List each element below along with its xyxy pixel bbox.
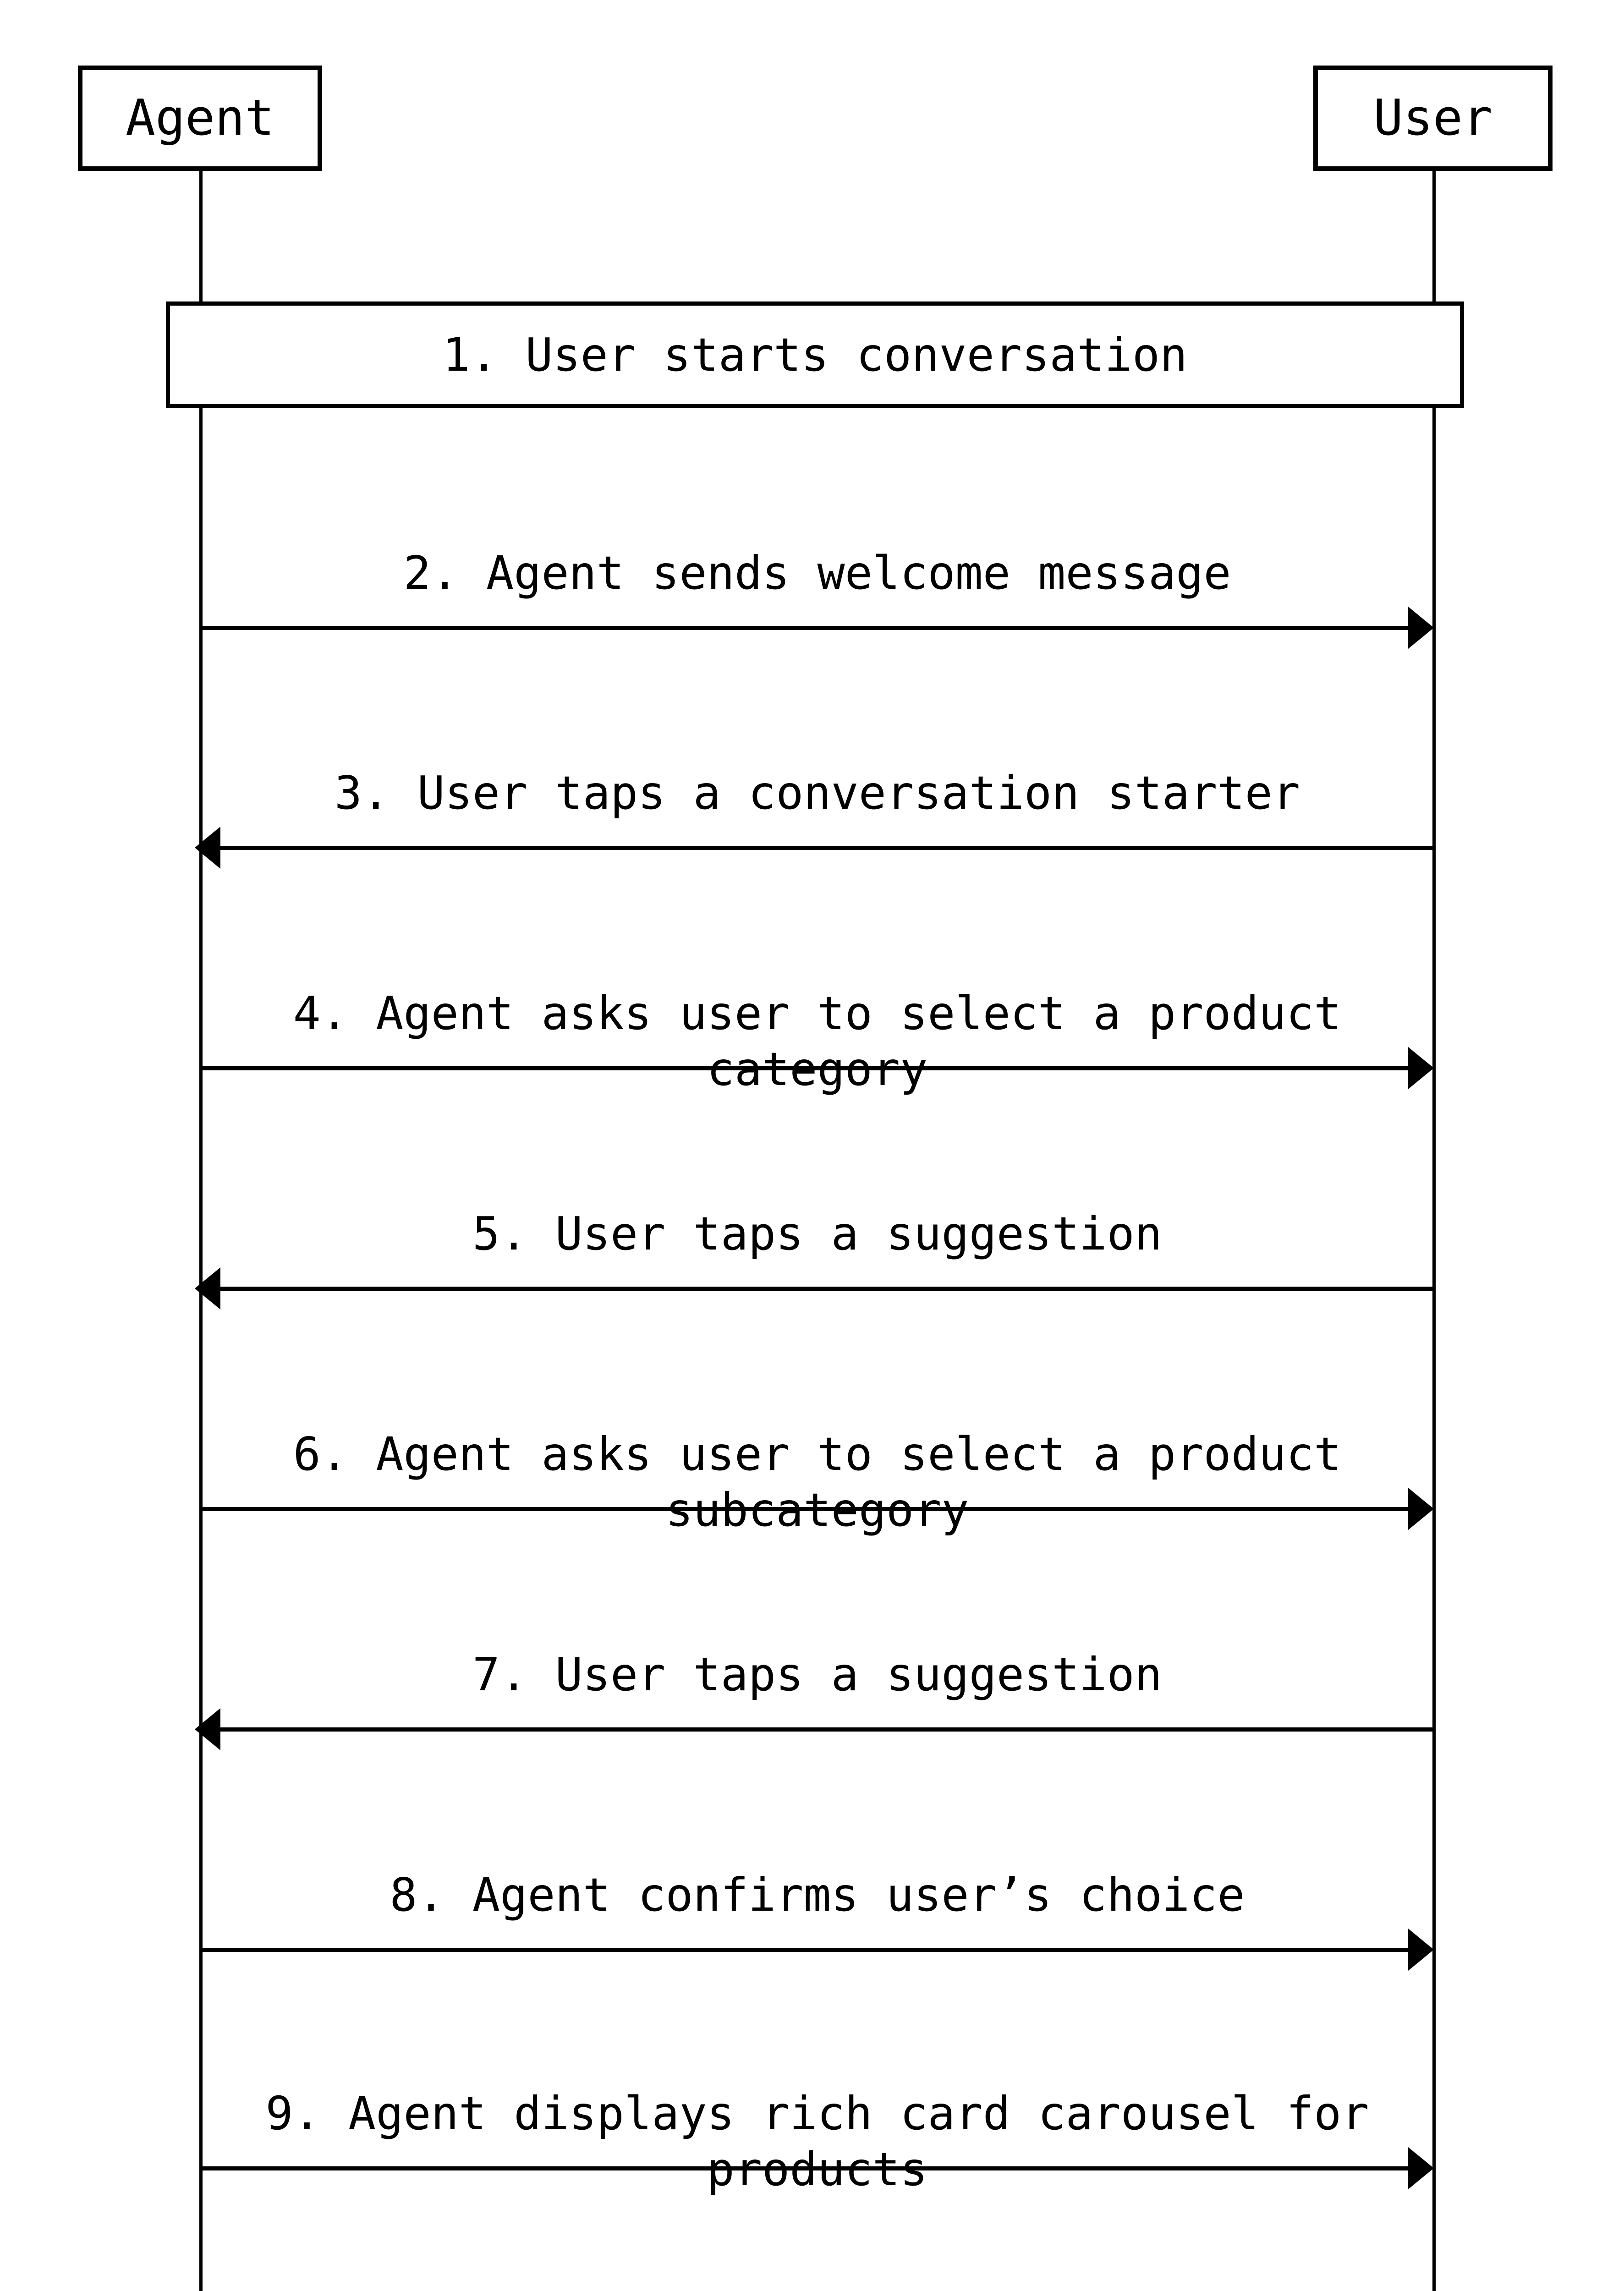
message-2-line — [201, 626, 1414, 630]
message-9-label: 9. Agent displays rich card carousel for… — [265, 2087, 1369, 2196]
message-5-label: 5. User taps a suggestion — [472, 1207, 1163, 1261]
lifeline-agent — [199, 170, 203, 2291]
message-6-label: 6. Agent asks user to select a product s… — [293, 1427, 1342, 1537]
lifeline-user — [1432, 170, 1436, 2291]
participant-box-user-top[interactable]: User — [1313, 66, 1553, 171]
participant-label-user-top: User — [1373, 89, 1493, 147]
message-6-line — [201, 1507, 1414, 1511]
message-6[interactable]: 6. Agent asks user to select a product s… — [201, 1426, 1434, 1537]
message-4-arrowhead-right — [1408, 1047, 1434, 1089]
message-3-line — [220, 846, 1434, 850]
message-8[interactable]: 8. Agent confirms user’s choice — [201, 1867, 1434, 1971]
message-7-line — [220, 1727, 1434, 1732]
message-4[interactable]: 4. Agent asks user to select a product c… — [201, 986, 1434, 1096]
note-user-starts-conversation[interactable]: 1. User starts conversation — [166, 301, 1464, 408]
message-3[interactable]: 3. User taps a conversation starter — [195, 765, 1434, 869]
message-5[interactable]: 5. User taps a suggestion — [195, 1206, 1434, 1310]
note-text: 1. User starts conversation — [442, 328, 1188, 382]
message-3-label: 3. User taps a conversation starter — [334, 766, 1300, 820]
message-7[interactable]: 7. User taps a suggestion — [195, 1647, 1434, 1750]
message-5-arrowhead-left — [195, 1267, 220, 1310]
message-7-arrowhead-left — [195, 1708, 220, 1750]
message-8-arrowhead-right — [1408, 1929, 1434, 1971]
participant-box-agent-top[interactable]: Agent — [78, 66, 322, 171]
message-6-arrowhead-right — [1408, 1488, 1434, 1530]
message-2-arrowhead-right — [1408, 607, 1434, 649]
message-7-label: 7. User taps a suggestion — [472, 1648, 1163, 1701]
message-2[interactable]: 2. Agent sends welcome message — [201, 545, 1434, 649]
participant-label-agent-top: Agent — [125, 89, 275, 147]
message-9[interactable]: 9. Agent displays rich card carousel for… — [201, 2086, 1434, 2196]
message-9-line — [201, 2166, 1414, 2170]
message-8-line — [201, 1948, 1414, 1952]
message-8-label: 8. Agent confirms user’s choice — [390, 1868, 1245, 1922]
message-2-label: 2. Agent sends welcome message — [403, 546, 1231, 600]
message-4-line — [201, 1066, 1414, 1070]
message-5-line — [220, 1287, 1434, 1291]
message-4-label: 4. Agent asks user to select a product c… — [293, 987, 1342, 1096]
message-9-arrowhead-right — [1408, 2147, 1434, 2189]
message-3-arrowhead-left — [195, 827, 220, 869]
